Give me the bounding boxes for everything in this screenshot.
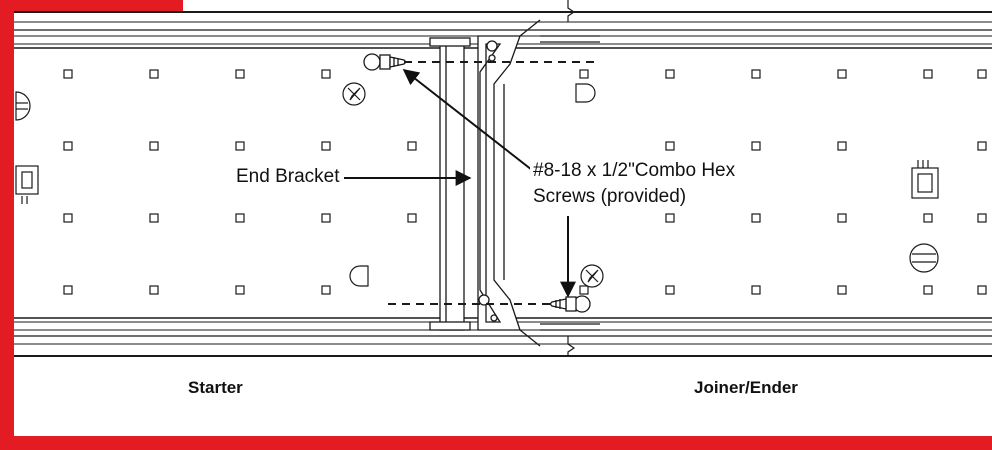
plug-top <box>575 83 596 103</box>
cutout-left <box>15 91 31 121</box>
cutout-right <box>909 243 939 273</box>
peg-hole <box>923 285 933 295</box>
peg-hole <box>321 285 331 295</box>
joiner-ender-label: Joiner/Ender <box>694 378 798 397</box>
peg-hole <box>751 69 761 79</box>
plug-bottom <box>349 265 369 287</box>
peg-hole <box>149 141 159 151</box>
peg-hole <box>321 141 331 151</box>
clip-right <box>911 160 939 199</box>
peg-hole <box>977 213 987 223</box>
peg-hole <box>149 285 159 295</box>
end-bracket-label: End Bracket <box>236 166 340 187</box>
peg-hole <box>63 141 73 151</box>
end-bracket <box>429 19 541 347</box>
peg-hole <box>923 69 933 79</box>
clip-left <box>15 165 39 204</box>
screws-label-line1: #8-18 x 1/2"Combo Hex <box>533 160 736 181</box>
screw-paths <box>388 61 600 305</box>
peg-hole <box>149 69 159 79</box>
screw-top-arrow <box>402 69 533 171</box>
callout-arrows <box>344 69 576 298</box>
starter-label: Starter <box>188 378 243 397</box>
peg-hole <box>665 285 675 295</box>
peg-hole <box>837 285 847 295</box>
peg-hole <box>977 285 987 295</box>
peg-hole <box>235 213 245 223</box>
peg-hole <box>665 141 675 151</box>
peg-hole <box>837 69 847 79</box>
peg-hole <box>751 213 761 223</box>
peg-hole <box>751 285 761 295</box>
peg-hole <box>63 285 73 295</box>
screw-bottom <box>549 295 591 313</box>
peg-hole <box>407 213 417 223</box>
peg-hole <box>923 213 933 223</box>
peg-hole <box>149 213 159 223</box>
peg-hole <box>579 69 589 79</box>
peg-hole <box>235 141 245 151</box>
anchor-bottom <box>580 264 604 288</box>
panel-joint <box>540 0 600 356</box>
peg-hole <box>665 69 675 79</box>
peg-hole <box>321 213 331 223</box>
peg-hole <box>837 141 847 151</box>
peg-hole <box>977 141 987 151</box>
peg-hole <box>235 285 245 295</box>
peg-hole <box>321 69 331 79</box>
screws-label-line2: Screws (provided) <box>533 186 687 207</box>
peg-hole <box>407 141 417 151</box>
peg-hole <box>665 213 675 223</box>
peg-hole <box>977 69 987 79</box>
screw-top <box>363 53 407 71</box>
peg-hole <box>837 213 847 223</box>
peg-hole <box>63 69 73 79</box>
anchor-top <box>342 82 366 106</box>
peg-hole <box>579 285 589 295</box>
peg-hole <box>63 213 73 223</box>
peg-hole <box>235 69 245 79</box>
peg-holes <box>63 69 987 295</box>
peg-hole <box>751 141 761 151</box>
